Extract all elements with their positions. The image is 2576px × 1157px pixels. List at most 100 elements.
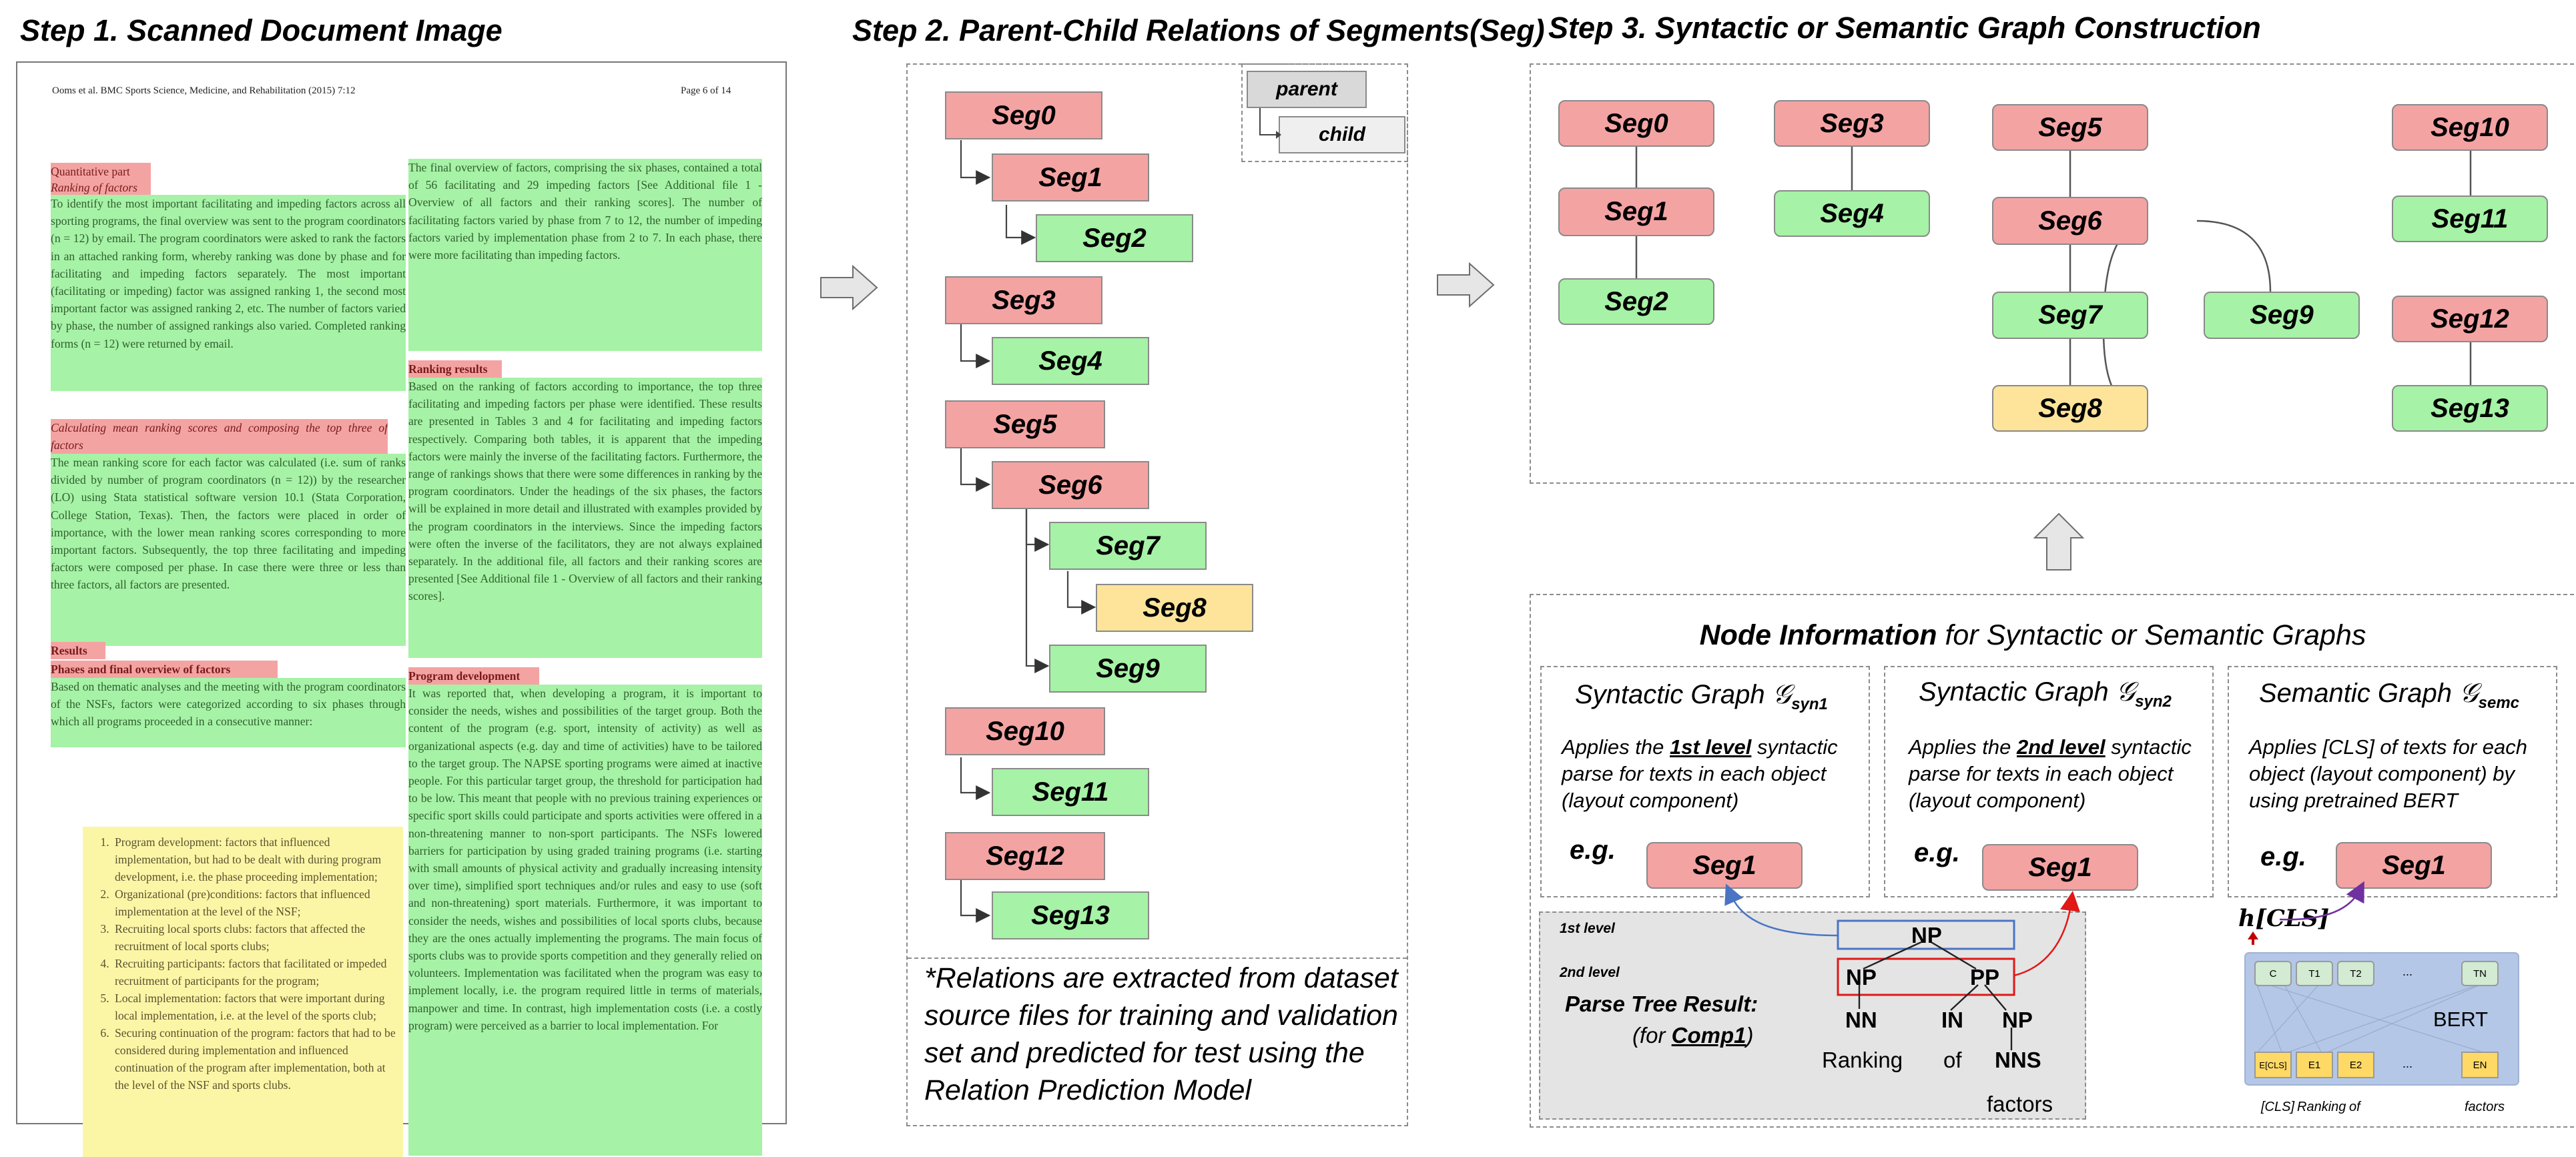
h-cls-label: h[CLS] [2238,905,2330,932]
syn1-eg: e.g. [1570,835,1616,865]
node-info-panel [1530,594,2576,1128]
graph-box-syn2 [1884,666,2214,897]
parse-tree-svg [1724,883,2080,1050]
graph-seg4: Seg4 [1774,190,1930,237]
bert-input-of: of [2349,1100,2360,1114]
tree-connectors [960,140,1096,923]
heading-results: Results [51,642,105,659]
graph-panel [1530,63,2576,484]
tree-seg9: Seg9 [1049,645,1207,693]
graph-seg8: Seg8 [1992,385,2148,432]
legend-box [1241,63,1408,162]
syn2-title: Syntactic Graph 𝒢syn2 [1919,677,2172,711]
parse-tree-for: (for Comp1) [1632,1023,1754,1048]
node-np-left: NP [1846,965,1877,990]
syn2-desc-post: syntactic parse for texts in each object… [1909,735,2192,812]
graph-box-syn1 [1540,666,1870,897]
graph-seg5: Seg5 [1992,104,2148,151]
graph-symbol: 𝒢 [1772,679,1792,710]
relations-note: *Relations are extracted from dataset so… [924,962,1398,1106]
node-info-title: Node Information for Syntactic or Semant… [1532,619,2533,652]
syn2-description: Applies the 2nd level syntactic parse fo… [1909,734,2206,814]
heading-phases: Phases and final overview of factors [51,661,278,678]
paragraph-final-overview: The final overview of factors, comprisin… [408,159,762,351]
syn2-seg1: Seg1 [1982,844,2138,891]
bert-embed-en: EN [2461,1052,2499,1078]
tree-seg7: Seg7 [1049,522,1207,570]
tree-seg8: Seg8 [1096,584,1253,632]
bert-token-ellipsis: ... [2402,965,2413,978]
parse-tree-box [1539,911,2086,1120]
syn1-title-text: Syntactic Graph [1575,680,1765,709]
list-item: Recruiting participants: factors that fa… [112,955,399,990]
bert-embed-ellipsis: ... [2402,1057,2413,1070]
node-in: IN [1941,1008,1963,1032]
syn1-description: Applies the 1st level syntactic parse fo… [1562,734,1862,814]
syn2-desc-em: 2nd level [2017,735,2106,759]
heading-calculating: Calculating mean ranking scores and comp… [51,419,388,454]
legend-child: child [1279,116,1405,153]
arrow-right-icon [1437,262,1495,308]
step3-title: Step 3. Syntactic or Semantic Graph Cons… [1548,11,2261,45]
node-np-right: NP [2002,1008,2033,1032]
syn2-subscript: syn2 [2135,693,2172,711]
bert-token-tn: TN [2461,961,2499,986]
parse-for-post: ) [1746,1023,1754,1048]
word-factors: factors [1987,1092,2053,1116]
graph-seg13: Seg13 [2392,385,2548,432]
heading-program-development: Program development [408,667,539,685]
bert-label: BERT [2433,1008,2489,1031]
syn1-desc-post: syntactic parse for texts in each object… [1562,735,1838,812]
step1-title: Step 1. Scanned Document Image [20,13,503,47]
syn1-desc-em: 1st level [1670,735,1752,759]
relations-panel [906,63,1408,1126]
relations-divider [908,957,1407,959]
node-np-root: NP [1911,923,1942,947]
tree-seg2: Seg2 [1036,214,1193,262]
bert-input-ranking: Ranking [2297,1100,2346,1114]
list-item: Program development: factors that influe… [112,833,399,885]
syn1-subscript: syn1 [1791,695,1828,713]
phase-list: Program development: factors that influe… [83,827,403,1157]
level2-label: 2nd level [1560,965,1620,980]
node-info-title-bold: Node Information [1699,619,1937,651]
node-nns: NNS [1995,1048,2041,1072]
parse-for-pre: (for [1632,1023,1672,1048]
arrow-right-icon [820,264,878,311]
graph-seg3: Seg3 [1774,100,1930,147]
syn2-eg: e.g. [1914,838,1960,867]
bert-input-cls: [CLS] [2261,1100,2295,1114]
list-item: Local implementation: factors that were … [112,990,399,1024]
paragraph-phases: Based on thematic analyses and the meeti… [51,678,406,747]
semc-seg1: Seg1 [2336,842,2492,889]
graph-seg7: Seg7 [1992,292,2148,339]
graph-symbol: 𝒢 [2459,678,2479,709]
level1-label: 1st level [1560,921,1615,936]
semc-description: Applies [CLS] of texts for each object (… [2249,735,2527,812]
tree-seg5: Seg5 [945,400,1105,448]
bert-embed-e2: E2 [2337,1052,2374,1078]
word-ranking: Ranking [1822,1048,1903,1072]
paragraph-ranking: To identify the most important facilitat… [51,195,406,391]
semc-title: Semantic Graph 𝒢semc [2259,678,2519,713]
graph-symbol: 𝒢 [2116,677,2136,707]
paragraph-calculating: The mean ranking score for each factor w… [51,454,406,646]
list-item: Recruiting local sports clubs: factors t… [112,920,399,955]
tree-seg10: Seg10 [945,707,1105,755]
tree-seg3: Seg3 [945,276,1102,324]
doc-header-right: Page 6 of 14 [681,85,731,96]
syn1-desc-pre: Applies the [1562,735,1670,759]
tree-seg6: Seg6 [992,461,1149,509]
bert-diagram [2244,881,2519,1086]
bert-embed-cls: E[CLS] [2254,1052,2292,1078]
tree-seg4: Seg4 [992,337,1149,385]
syn2-desc-pre: Applies the [1909,735,2017,759]
graph-seg2: Seg2 [1558,278,1714,325]
tree-seg0: Seg0 [945,91,1102,139]
graph-seg1: Seg1 [1558,187,1714,236]
legend-connector [1259,108,1281,139]
arrow-up-icon [2033,512,2085,570]
bert-embed-e1: E1 [2296,1052,2333,1078]
scanned-document: Ooms et al. BMC Sports Science, Medicine… [16,61,787,1157]
graph-seg10: Seg10 [2392,104,2548,151]
